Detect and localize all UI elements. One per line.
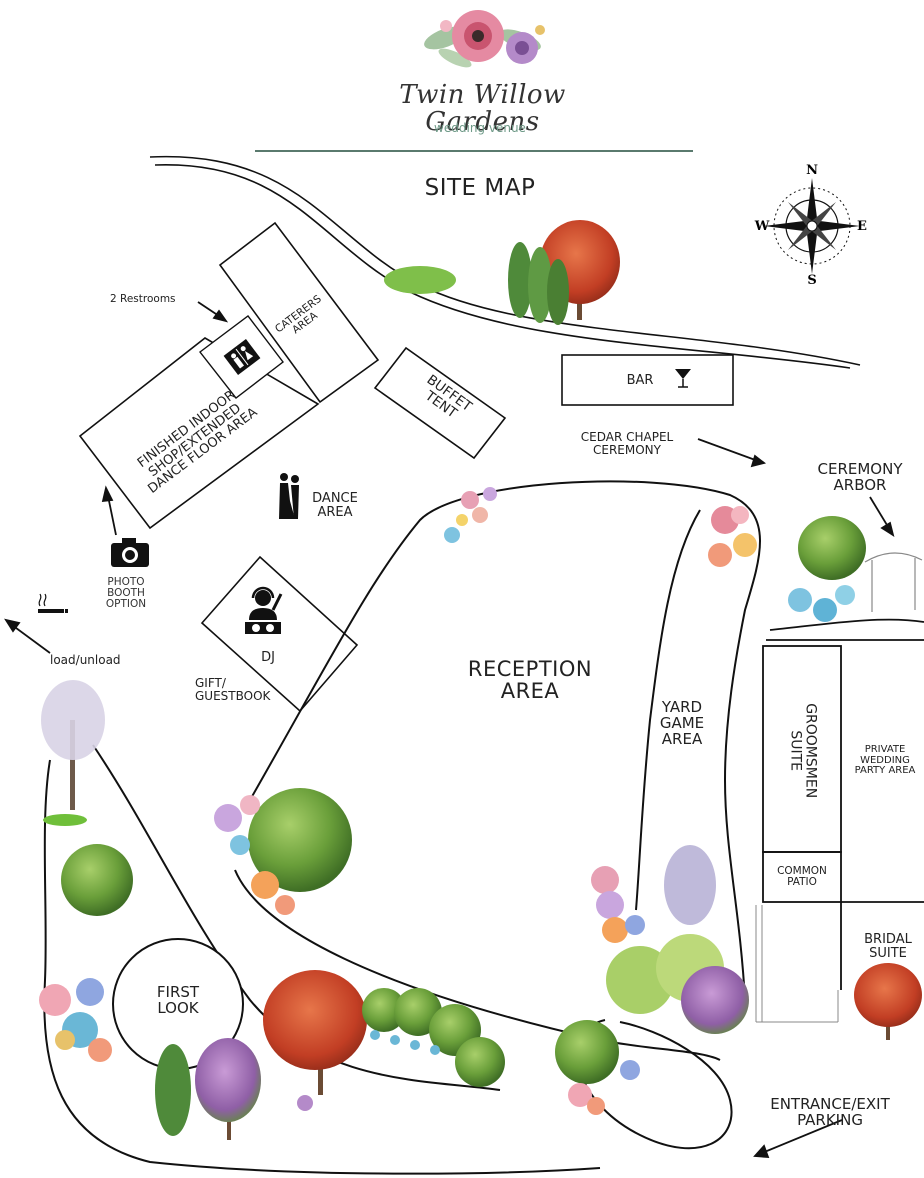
restroom-icon bbox=[223, 338, 261, 376]
label-entrance-parking: ENTRANCE/EXIT PARKING bbox=[770, 1095, 890, 1129]
suites-building bbox=[762, 618, 924, 990]
fence bbox=[755, 905, 839, 1023]
label-dj: DJ bbox=[261, 650, 275, 665]
dancing-couple-icon bbox=[279, 473, 299, 519]
label-ceremony-arbor: CEREMONY ARBOR bbox=[817, 460, 903, 494]
label-groomsmen-suite: GROOMSMEN SUITE bbox=[788, 703, 819, 799]
label-private-party: PRIVATE WEDDING PARTY AREA bbox=[854, 744, 916, 776]
cocktail-glass-icon bbox=[675, 369, 691, 388]
label-reception-area: RECEPTION AREA bbox=[467, 657, 593, 704]
label-dance-area: DANCE AREA bbox=[312, 491, 358, 520]
flower-logo-icon bbox=[424, 10, 545, 68]
walking-paths bbox=[43, 480, 761, 1175]
compass-south: S bbox=[807, 273, 816, 288]
label-bridal-suite: BRIDAL SUITE bbox=[864, 932, 912, 961]
compass-rose-icon: N S E W bbox=[754, 163, 867, 288]
compass-west: W bbox=[754, 219, 770, 234]
label-restrooms: 2 Restrooms bbox=[110, 293, 176, 305]
venue-name: Twin Willow Gardens bbox=[399, 80, 566, 138]
arbor-structure bbox=[864, 552, 923, 612]
camera-icon bbox=[111, 538, 149, 567]
buffet-tent-building bbox=[373, 346, 507, 460]
label-yard-game: YARD GAME AREA bbox=[659, 698, 705, 748]
dj-icon bbox=[245, 586, 283, 634]
label-cedar-chapel: CEDAR CHAPEL CEREMONY bbox=[580, 430, 674, 457]
arrow-icon bbox=[4, 301, 895, 1159]
compass-north: N bbox=[806, 163, 818, 178]
label-first-look: FIRST LOOK bbox=[156, 983, 200, 1017]
tree-icon bbox=[41, 220, 922, 1140]
label-common-patio: COMMON PATIO bbox=[777, 865, 827, 889]
bar-building bbox=[561, 354, 734, 406]
label-bar: BAR bbox=[626, 373, 654, 388]
map-title: SITE MAP bbox=[424, 175, 536, 201]
caterers-area-building bbox=[218, 221, 380, 404]
label-photo-booth: PHOTO BOOTH OPTION bbox=[105, 576, 147, 611]
smoking-icon bbox=[38, 593, 68, 613]
compass-east: E bbox=[857, 219, 867, 234]
label-gift-guestbook: GIFT/ GUESTBOOK bbox=[195, 676, 271, 703]
label-load-unload: load/unload bbox=[50, 653, 121, 667]
flower-cluster-icon bbox=[39, 487, 855, 1115]
venue-subtitle: wedding venue bbox=[434, 121, 526, 135]
indoor-shop-building bbox=[78, 337, 320, 530]
